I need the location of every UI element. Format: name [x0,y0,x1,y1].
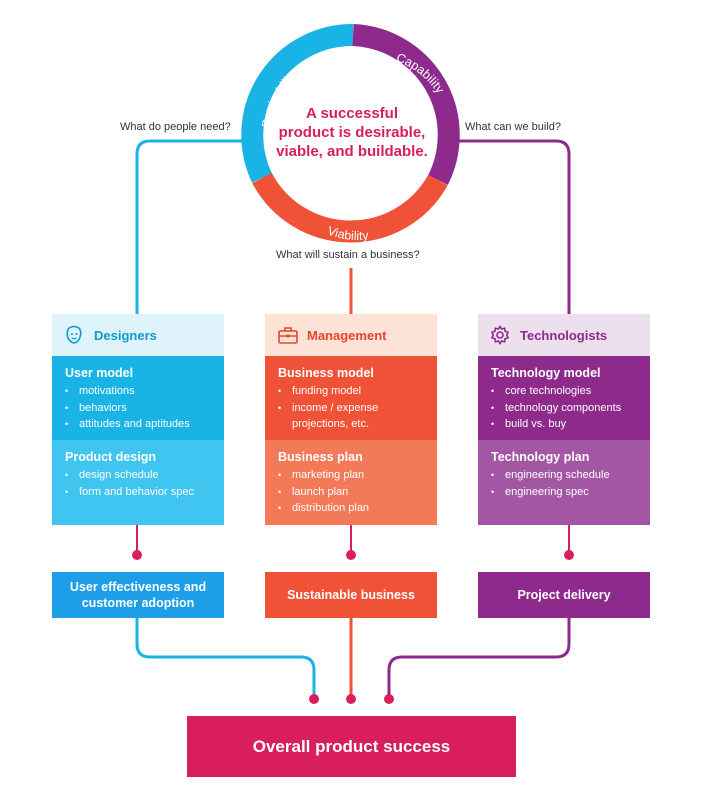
block-title: Technology plan [491,450,590,464]
list-item: funding model [278,383,425,400]
block-title: Technology model [491,366,601,380]
dot-designers [132,550,142,560]
block-title: User model [65,366,134,380]
list-item: build vs. buy [491,416,638,433]
final-outcome-box: Overall product success [187,716,516,777]
outcome-line1: User effectiveness and [69,580,207,594]
block-title: Product design [65,450,156,464]
final-outcome-label: Overall product success [252,736,451,756]
face-icon [64,325,84,345]
dot-management [346,550,356,560]
dot-technologists [564,550,574,560]
column-header-designers: Designers [52,314,224,356]
outcome-line1: Project delivery [517,588,611,602]
column-header-technologists: Technologists [478,314,650,356]
list-item: marketing plan [278,467,425,484]
ring-segment-desirability [241,23,354,183]
list-item: motivations [65,383,212,400]
block-title: Business model [278,366,374,380]
dot-final-center [346,694,356,704]
list-item: launch plan [278,484,425,501]
column-title-technologists: Technologists [520,327,608,343]
block-product-design: Product design design schedule form and … [52,440,224,525]
column-title-designers: Designers [94,327,157,343]
list-item: attitudes and aptitudes [65,416,212,433]
connector-right-final [387,618,571,697]
list-item: technology components [491,400,638,417]
briefcase-icon [277,325,298,345]
block-technology-plan: Technology plan engineering schedule eng… [478,440,650,525]
outcome-line1: Sustainable business [287,588,415,602]
list-item: core technologies [491,383,638,400]
question-right: What can we build? [465,121,561,133]
ring-segment-viability [252,172,448,243]
dot-final-right [384,694,394,704]
gear-icon [490,325,510,345]
block-user-model: User model motivations behaviors attitud… [52,356,224,440]
list-item: engineering schedule [491,467,638,484]
list-item: distribution plan [278,500,425,517]
list-item: income / expense projections, etc. [278,400,425,433]
dot-final-left [309,694,319,704]
list-item: design schedule [65,467,212,484]
ring-segment-capability [352,24,460,185]
list-item: behaviors [65,400,212,417]
outcome-designers: User effectiveness and customer adoption [52,572,224,618]
question-bottom: What will sustain a business? [276,249,420,261]
connector-capability [455,139,571,314]
outcome-technologists: Project delivery [478,572,650,618]
question-left: What do people need? [120,121,231,133]
ring-center-line3: viable, and buildable. [276,143,428,160]
block-title: Business plan [278,450,363,464]
ring-center-line2: product is desirable, [278,124,426,141]
outcome-line2: customer adoption [81,596,195,610]
list-item: engineering spec [491,484,638,501]
list-item: form and behavior spec [65,484,212,501]
ring-center-text: A successful product is desirable, viabl… [262,104,442,161]
column-title-management: Management [307,327,387,343]
connector-left-final [135,618,316,697]
connector-desirability [135,139,250,314]
block-business-plan: Business plan marketing plan launch plan… [265,440,437,525]
block-technology-model: Technology model core technologies techn… [478,356,650,440]
block-business-model: Business model funding model income / ex… [265,356,437,440]
outcome-management: Sustainable business [265,572,437,618]
column-header-management: Management [265,314,437,356]
ring-center-line1: A successful [306,105,398,122]
